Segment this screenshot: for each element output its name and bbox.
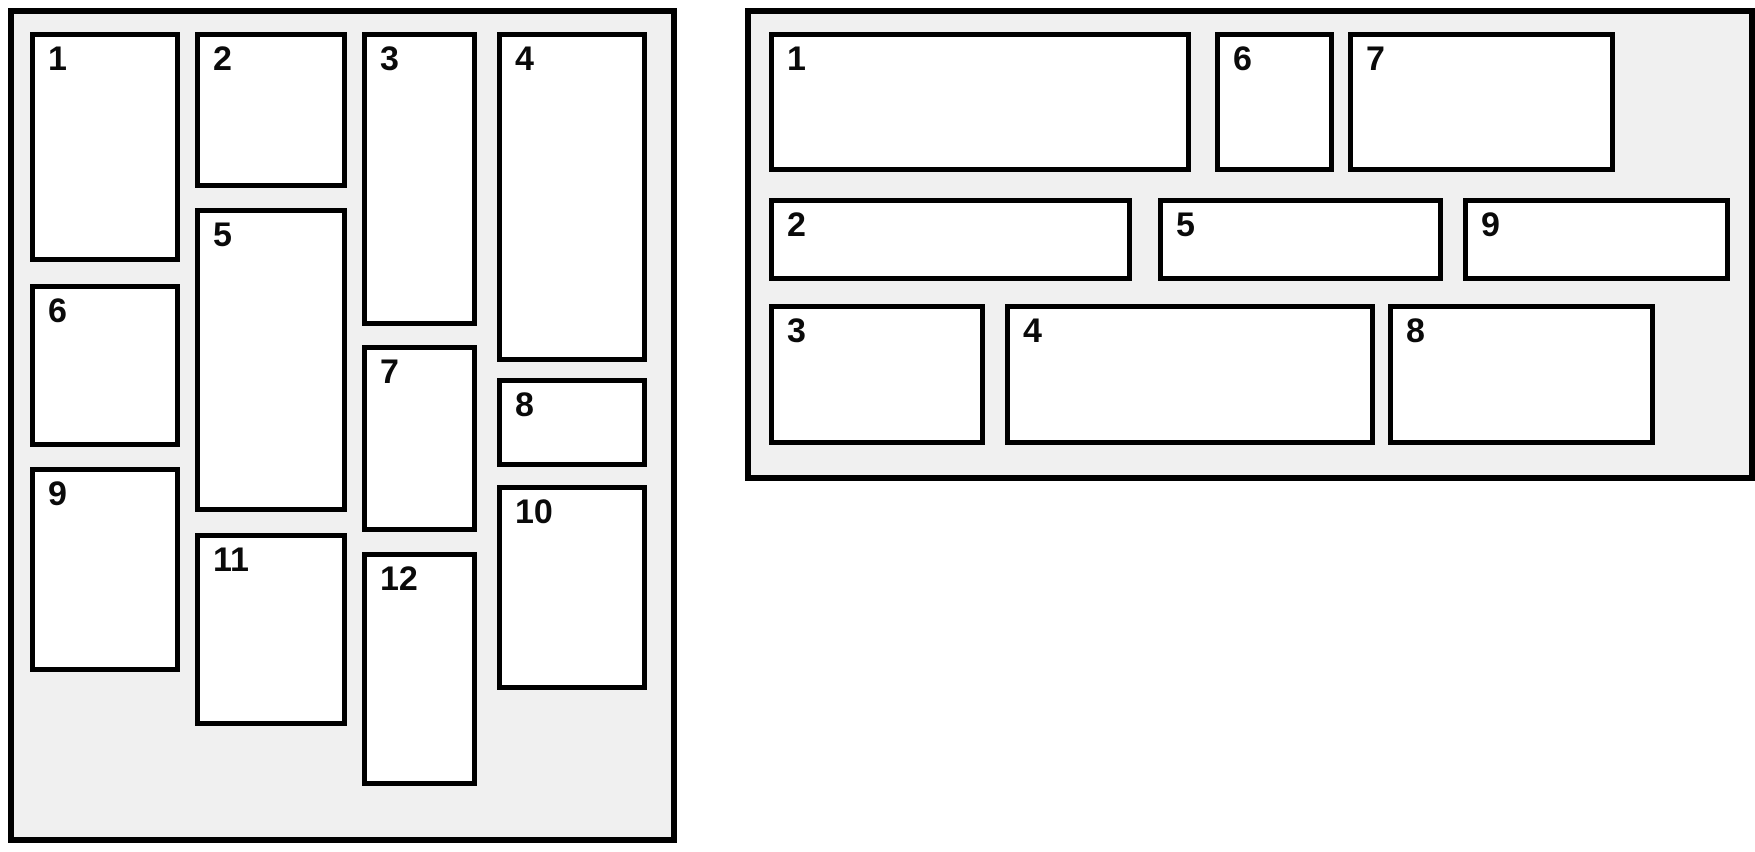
masonry-item: 4 (1005, 304, 1375, 445)
masonry-item-label: 9 (1481, 206, 1500, 244)
masonry-item-label: 9 (48, 475, 67, 513)
masonry-item-label: 4 (1023, 312, 1042, 350)
masonry-item-label: 5 (213, 216, 232, 254)
masonry-item: 1 (30, 32, 180, 262)
masonry-item: 11 (195, 533, 347, 726)
masonry-item: 10 (497, 485, 647, 690)
horizontal-masonry-panel: 1 2 3 4 5 6 7 8 9 (745, 8, 1755, 481)
masonry-item: 4 (497, 32, 647, 362)
masonry-item-label: 10 (515, 493, 553, 531)
masonry-item: 8 (1388, 304, 1655, 445)
masonry-item-label: 7 (380, 353, 399, 391)
masonry-item-label: 11 (213, 541, 249, 579)
masonry-item: 1 (769, 32, 1191, 172)
masonry-item: 7 (362, 345, 477, 532)
masonry-item: 8 (497, 378, 647, 467)
masonry-item-label: 3 (787, 312, 806, 350)
masonry-item-label: 8 (515, 386, 534, 424)
masonry-item: 9 (30, 467, 180, 672)
masonry-item: 2 (195, 32, 347, 188)
masonry-item: 9 (1463, 198, 1730, 281)
masonry-item: 5 (195, 208, 347, 512)
masonry-item: 6 (1215, 32, 1334, 172)
masonry-item-label: 7 (1366, 40, 1385, 78)
masonry-item-label: 2 (787, 206, 806, 244)
masonry-item: 3 (362, 32, 477, 326)
masonry-item-label: 5 (1176, 206, 1195, 244)
masonry-item: 2 (769, 198, 1132, 281)
masonry-item-label: 2 (213, 40, 232, 78)
masonry-item: 5 (1158, 198, 1443, 281)
masonry-item: 12 (362, 552, 477, 786)
masonry-item-label: 12 (380, 560, 418, 598)
masonry-item-label: 3 (380, 40, 399, 78)
masonry-item: 6 (30, 284, 180, 447)
masonry-item-label: 6 (1233, 40, 1252, 78)
masonry-item-label: 8 (1406, 312, 1425, 350)
masonry-item: 3 (769, 304, 985, 445)
masonry-item-label: 1 (787, 40, 806, 78)
masonry-item: 7 (1348, 32, 1615, 172)
masonry-item-label: 4 (515, 40, 534, 78)
masonry-item-label: 1 (48, 40, 67, 78)
masonry-item-label: 6 (48, 292, 67, 330)
